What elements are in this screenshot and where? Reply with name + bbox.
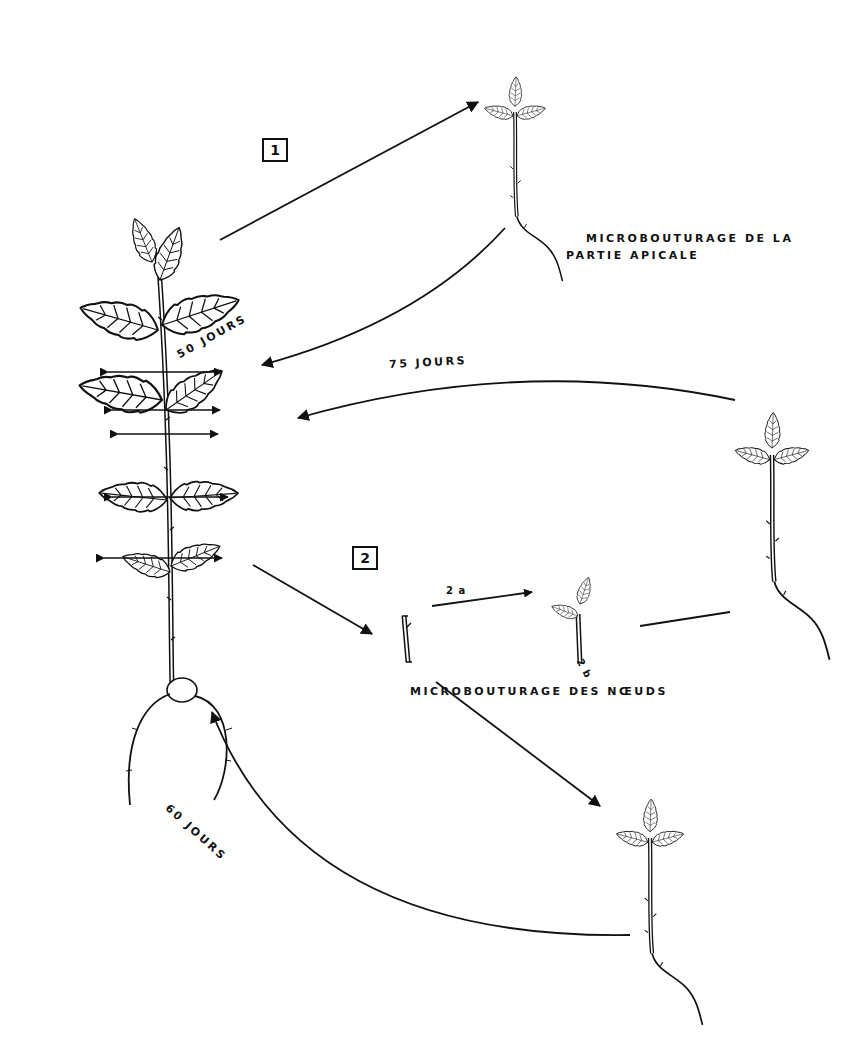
node-cutting bbox=[402, 616, 412, 662]
callout-number: 2 bbox=[360, 550, 370, 566]
mother-plant bbox=[76, 215, 244, 805]
duration-label: 60 JOURS bbox=[161, 800, 230, 865]
method-caption: MICROBOUTURAGE DE LA PARTIE APICALE bbox=[566, 230, 816, 264]
node-plantlet bbox=[615, 799, 703, 1025]
callout-number: 1 bbox=[270, 142, 280, 158]
step-number: 2 a bbox=[446, 582, 466, 599]
sprouting-cutting bbox=[550, 576, 595, 664]
method-caption: MICROBOUTURAGE DES NŒUDS bbox=[410, 683, 668, 700]
step-number-box: 2 bbox=[352, 546, 378, 570]
duration-label: 75 JOURS bbox=[389, 351, 468, 372]
step-number: 2 b bbox=[572, 655, 597, 681]
process-arrows bbox=[212, 102, 735, 935]
step-number-box: 1 bbox=[262, 138, 288, 162]
node-plantlet bbox=[733, 412, 829, 659]
apical-plantlet bbox=[483, 77, 562, 281]
